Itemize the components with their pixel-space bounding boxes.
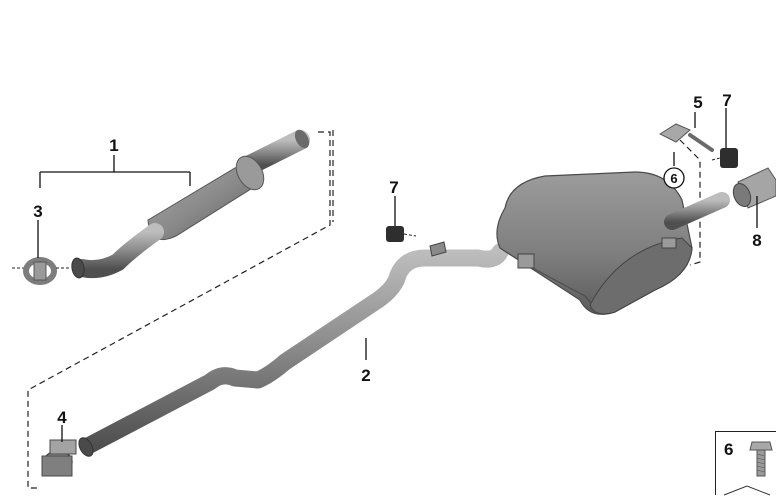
callout-4: 4 [57, 408, 67, 427]
rear-muffler-part [496, 171, 730, 315]
callout-5: 5 [693, 93, 702, 112]
tailpipe-trim-part [732, 167, 776, 209]
callout-7-right: 7 [722, 91, 731, 110]
hanger-left-part [386, 226, 417, 242]
clamp-rear-part [41, 439, 77, 477]
hanger-right-part [711, 148, 738, 168]
callout-1: 1 [109, 136, 118, 155]
legend-part-6: 6 [715, 431, 776, 496]
leader-lines [37, 108, 758, 442]
washer-icon [723, 485, 771, 496]
callout-2: 2 [361, 366, 370, 385]
circled-ref-6: 6 [663, 167, 685, 189]
callout-3: 3 [33, 202, 42, 221]
assembly-guide-lines [27, 130, 701, 489]
legend-part-number: 6 [724, 440, 734, 459]
bracket-part [658, 123, 714, 152]
clamp-front-part [12, 257, 70, 285]
circled-ref-6-label: 6 [670, 171, 677, 186]
callout-8: 8 [752, 231, 761, 250]
callout-7-left: 7 [389, 178, 398, 197]
rear-pipe-part [78, 241, 509, 457]
front-muffler-part [71, 129, 310, 279]
bolt-icon [749, 441, 773, 477]
